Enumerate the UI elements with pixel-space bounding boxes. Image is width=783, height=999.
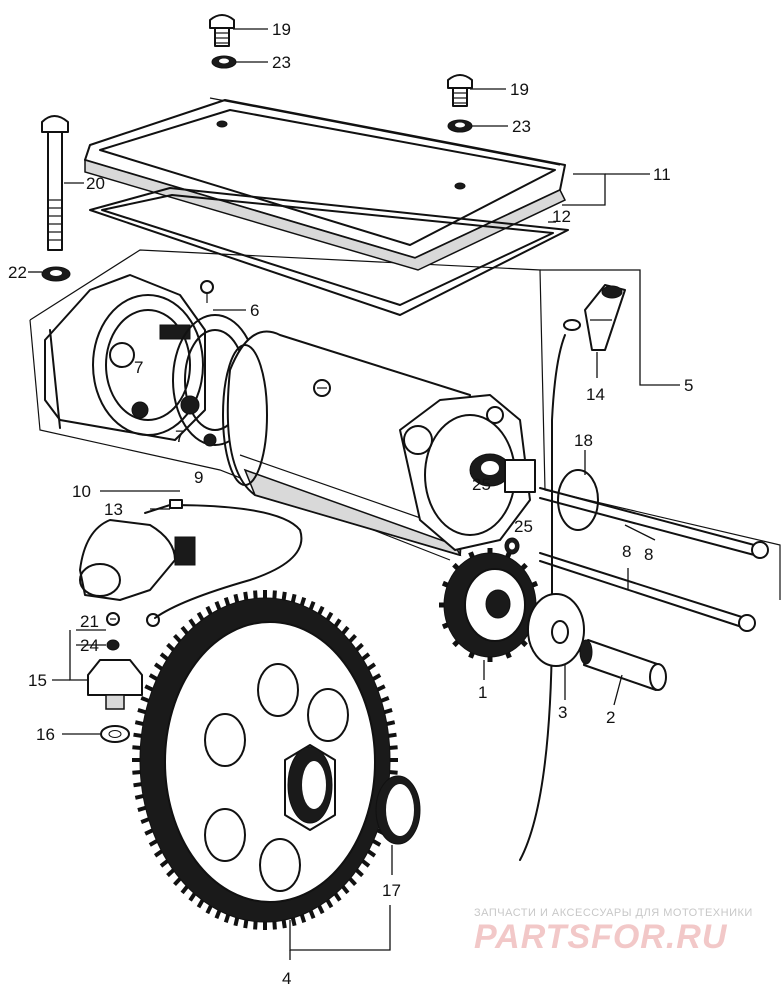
watermark-subtitle: ЗАПЧАСТИ И АКСЕССУАРЫ ДЛЯ МОТОТЕХНИКИ: [474, 907, 753, 919]
starter-motor-front-flange: [399, 394, 536, 551]
gear-tooth: [382, 707, 393, 715]
gear-tooth: [316, 904, 325, 915]
callout-24: 24: [80, 636, 99, 655]
bolt-20: [41, 115, 69, 251]
gear-tooth: [366, 662, 377, 671]
pinion-gear-1: [439, 548, 541, 662]
cover-11: [84, 97, 567, 271]
callout-17: 17: [382, 881, 401, 900]
gear-tooth: [388, 770, 398, 775]
gear-tooth: [137, 707, 148, 715]
callout-7-upper: 7: [134, 358, 143, 377]
gear-tooth: [214, 909, 222, 919]
gear-tooth: [316, 605, 325, 616]
callout-14: 14: [586, 385, 605, 404]
gear-tooth: [132, 745, 142, 750]
bushing-17: [375, 775, 421, 845]
callout-3: 3: [558, 703, 567, 722]
callout-19-right: 19: [510, 80, 529, 99]
washer-22: [41, 266, 71, 282]
gear-tooth: [233, 916, 240, 927]
callout-7-lower: 7: [175, 427, 184, 446]
gear-tooth: [233, 593, 240, 604]
gear-tooth: [290, 593, 297, 604]
callout-labels: 19 23 19 23 20 22 11 12 6 7 7 9 14 5 18 …: [8, 20, 693, 988]
callout-15: 15: [28, 671, 47, 690]
gear-tooth: [205, 904, 214, 915]
washer-23-right: [447, 119, 473, 133]
through-bolt-8-lower: [539, 552, 756, 632]
gear-tooth: [214, 601, 222, 611]
callout-23-upper: 23: [272, 53, 291, 72]
callout-25-lower: 25: [514, 517, 533, 536]
callout-18: 18: [574, 431, 593, 450]
o-ring-18: [557, 469, 599, 531]
callout-12: 12: [552, 207, 571, 226]
gasket-12: [89, 187, 569, 316]
leader-lines: [28, 28, 680, 960]
callout-11: 11: [653, 165, 671, 184]
callout-19-upper: 19: [272, 20, 291, 39]
starter-motor-body: [222, 330, 471, 557]
gear-tooth: [132, 770, 142, 775]
callout-6: 6: [250, 301, 259, 320]
switch-body-15: [87, 659, 143, 710]
callout-1: 1: [478, 683, 487, 702]
gear-tooth: [153, 662, 164, 671]
callout-16: 16: [36, 725, 55, 744]
gear-tooth: [308, 909, 316, 919]
callout-10: 10: [72, 482, 91, 501]
callout-25-upper: 25: [472, 475, 491, 494]
watermark: ЗАПЧАСТИ И АКСЕССУАРЫ ДЛЯ МОТОТЕХНИКИ PA…: [474, 907, 753, 956]
washer-25: [504, 537, 520, 555]
cable-cap-14: [584, 284, 626, 351]
end-housing-left: [44, 274, 206, 441]
callout-22: 22: [8, 263, 27, 282]
gear-tooth: [205, 605, 214, 616]
washer-24: [106, 639, 120, 651]
thrust-washer-3: [527, 593, 585, 667]
callout-8-lower: 8: [622, 542, 631, 561]
callout-8-upper: 8: [644, 545, 653, 564]
gear-tooth: [388, 745, 398, 750]
gear-tooth: [153, 849, 164, 858]
callout-20: 20: [86, 174, 105, 193]
watermark-brand: PARTSFOR.RU: [474, 918, 728, 956]
screw-6: [200, 280, 214, 303]
callout-13: 13: [104, 500, 123, 519]
callout-23-right: 23: [512, 117, 531, 136]
bolt-19-right: [447, 74, 473, 107]
bolt-19-upper-left: [209, 14, 235, 47]
callout-5: 5: [684, 376, 693, 395]
washer-16: [100, 725, 130, 743]
shaft-2: [579, 639, 667, 691]
through-bolt-8-upper: [539, 487, 769, 559]
gear-tooth: [290, 916, 297, 927]
screw-21: [106, 612, 120, 626]
callout-4: 4: [282, 969, 291, 988]
gear-tooth: [366, 849, 377, 858]
callout-2: 2: [606, 708, 615, 727]
callout-21: 21: [80, 612, 99, 631]
wire-harness-13: [144, 499, 303, 627]
boot-connector: [79, 519, 196, 601]
callout-9: 9: [194, 468, 203, 487]
washer-23-upper-left: [211, 55, 237, 69]
gear-tooth: [308, 601, 316, 611]
ring-gear-4: [132, 590, 398, 930]
gear-tooth: [137, 805, 148, 813]
